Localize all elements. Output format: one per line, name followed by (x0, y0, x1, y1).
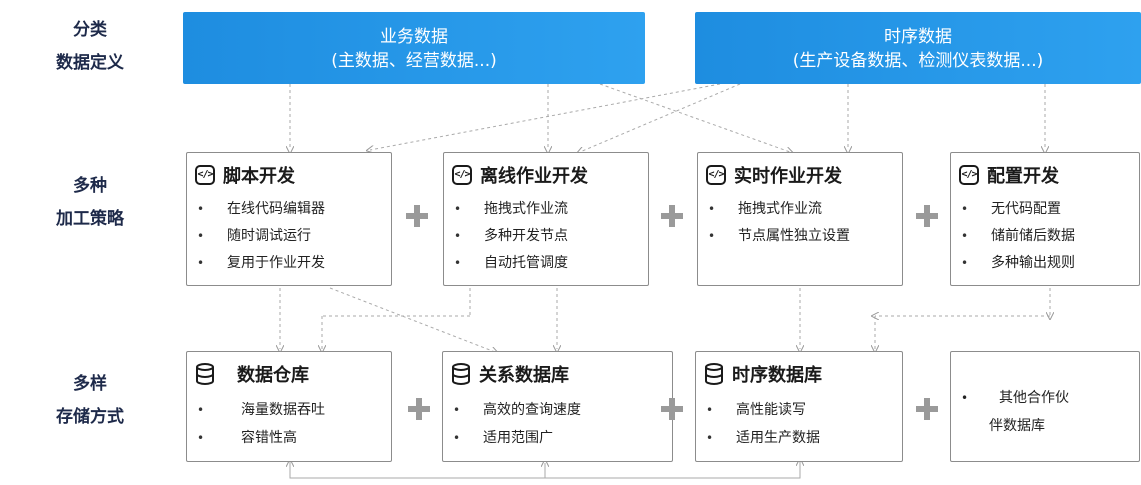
list-item: •在线代码编辑器 (197, 201, 325, 217)
storage-box-tsdb: 时序数据库 •高性能读写 •适用生产数据 (695, 351, 903, 462)
code-icon: </> (452, 165, 472, 185)
storage-box-warehouse: 数据仓库 •海量数据吞吐 •容错性高 (186, 351, 392, 462)
process-box-script: </> 脚本开发 •在线代码编辑器 •随时调试运行 •复用于作业开发 (186, 152, 392, 286)
plus-icon (661, 205, 683, 227)
list-item: •无代码配置 (961, 201, 1061, 217)
link-timeseries-to-offline (580, 83, 741, 152)
list-item: •自动托管调度 (454, 255, 568, 271)
list-item: •多种输出规则 (961, 255, 1075, 271)
box-title: 数据仓库 (237, 365, 309, 386)
source-subtitle: (主数据、经营数据...) (331, 51, 497, 71)
list-item: •节点属性独立设置 (708, 228, 850, 244)
box-title: 关系数据库 (479, 365, 569, 386)
database-icon (705, 363, 723, 385)
box-title: 实时作业开发 (734, 166, 842, 187)
database-icon (196, 363, 214, 385)
link-business-to-realtime (599, 83, 790, 152)
list-item: •容错性高 (197, 430, 297, 446)
process-box-config: </> 配置开发 •无代码配置 •储前储后数据 •多种输出规则 (950, 152, 1140, 286)
list-item: •储前储后数据 (961, 228, 1075, 244)
row-label-processing: 多种 加工策略 (56, 176, 124, 229)
box-title: 离线作业开发 (480, 166, 588, 187)
list-item: •拖拽式作业流 (708, 201, 822, 217)
plus-icon (406, 205, 428, 227)
list-item: •拖拽式作业流 (454, 201, 568, 217)
code-icon: </> (959, 165, 979, 185)
process-box-offline: </> 离线作业开发 •拖拽式作业流 •多种开发节点 •自动托管调度 (443, 152, 649, 286)
link-script-to-relational (329, 287, 495, 352)
source-title: 业务数据 (380, 27, 448, 47)
row-label-definition: 分类 数据定义 (56, 20, 124, 73)
plus-icon (916, 398, 938, 420)
list-item: •适用生产数据 (706, 430, 820, 446)
list-item: •高效的查询速度 (453, 402, 581, 418)
source-title: 时序数据 (884, 27, 952, 47)
link-timeseries-to-script (370, 83, 721, 150)
code-icon: </> (706, 165, 726, 185)
process-box-realtime: </> 实时作业开发 •拖拽式作业流 •节点属性独立设置 (697, 152, 903, 286)
plus-icon (916, 205, 938, 227)
storage-box-relational: 关系数据库 •高效的查询速度 •适用范围广 (442, 351, 673, 462)
box-title: 配置开发 (987, 166, 1059, 187)
list-item: •高性能读写 (706, 402, 806, 418)
row-label-storage: 多样 存储方式 (56, 374, 124, 427)
list-item: •其他合作伙伴数据库 (961, 390, 1069, 434)
box-title: 脚本开发 (223, 166, 295, 187)
list-item: •海量数据吞吐 (197, 402, 325, 418)
list-item: •复用于作业开发 (197, 255, 325, 271)
list-item: •多种开发节点 (454, 228, 568, 244)
list-item: •随时调试运行 (197, 228, 311, 244)
storage-box-partner: •其他合作伙伴数据库 (950, 351, 1140, 462)
source-timeseries-data: 时序数据 (生产设备数据、检测仪表数据...) (695, 12, 1141, 84)
list-item: •适用范围广 (453, 430, 553, 446)
database-icon (452, 363, 470, 385)
source-subtitle: (生产设备数据、检测仪表数据...) (792, 51, 1044, 71)
plus-icon (661, 398, 683, 420)
box-title: 时序数据库 (732, 365, 822, 386)
plus-icon (408, 398, 430, 420)
code-icon: </> (195, 165, 215, 185)
source-business-data: 业务数据 (主数据、经营数据...) (183, 12, 645, 84)
